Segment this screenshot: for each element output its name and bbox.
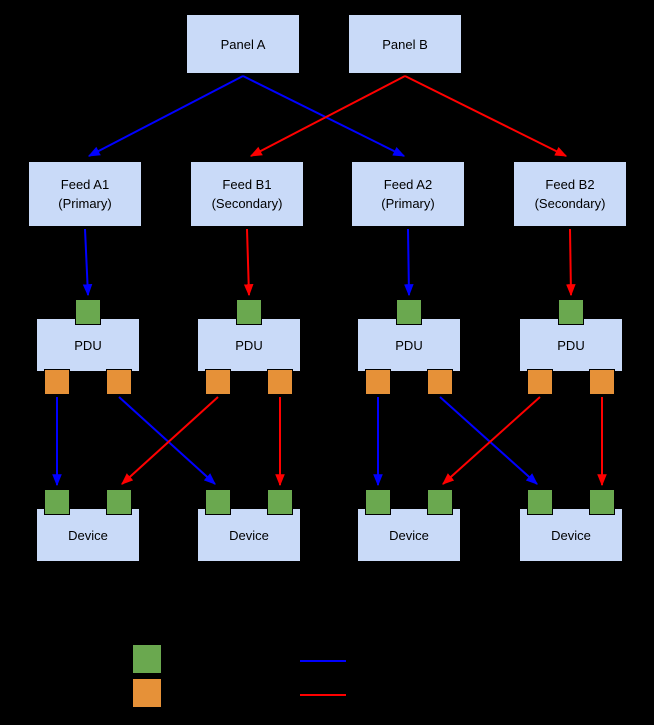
device-2-input-port-right — [267, 489, 293, 515]
edge-feed-a2-pdu-3 — [404, 228, 414, 297]
edge-feed-a1-pdu-1 — [82, 228, 93, 297]
edge-feed-b2-pdu-4 — [566, 228, 576, 297]
panel-b-label: Panel B — [382, 36, 428, 52]
device-4-label: Device — [551, 527, 591, 543]
pdu-3-output-port-left — [365, 369, 391, 395]
feed-b2-name: Feed B2 — [545, 176, 595, 192]
edge-feed-b1-pdu-2 — [243, 228, 254, 297]
panel-b-node: Panel B — [348, 14, 462, 74]
device-1-node: Device — [36, 508, 140, 562]
edge-panel-b-feed-b1 — [249, 75, 406, 157]
pdu-4-label: PDU — [557, 337, 585, 353]
pdu-1-output-port-left — [44, 369, 70, 395]
feed-a1-node: Feed A1 (Primary) — [28, 161, 142, 227]
pdu-2-node: PDU — [197, 318, 301, 372]
device-3-label: Device — [389, 527, 429, 543]
device-3-input-port-left — [365, 489, 391, 515]
pdu-3-label: PDU — [395, 337, 423, 353]
edge-pdu-2-device-1 — [121, 396, 219, 485]
pdu-2-input-port — [236, 299, 262, 325]
device-2-input-port-left — [205, 489, 231, 515]
feed-b1-type: (Secondary) — [211, 196, 283, 211]
pdu-4-output-port-right — [589, 369, 615, 395]
device-1-input-port-left — [44, 489, 70, 515]
edge-panel-a-feed-a2 — [242, 75, 406, 157]
device-2-label: Device — [229, 527, 269, 543]
device-4-input-port-right — [589, 489, 615, 515]
pdu-3-node: PDU — [357, 318, 461, 372]
edge-panel-b-feed-b2 — [404, 75, 568, 157]
device-4-input-port-left — [527, 489, 553, 515]
feed-a2-type: (Primary) — [381, 196, 435, 211]
device-4-node: Device — [519, 508, 623, 562]
feed-a2-name: Feed A2 — [383, 176, 433, 192]
pdu-4-input-port — [558, 299, 584, 325]
device-3-node: Device — [357, 508, 461, 562]
panel-a-label: Panel A — [220, 36, 266, 52]
edge-panel-a-feed-a1 — [87, 75, 244, 157]
edge-pdu-3-device-4 — [439, 396, 538, 485]
edge-pdu-4-device-3 — [442, 396, 541, 485]
feed-b2-type: (Secondary) — [534, 196, 606, 211]
panel-a-node: Panel A — [186, 14, 300, 74]
feed-a2-node: Feed A2 (Primary) — [351, 161, 465, 227]
device-1-label: Device — [68, 527, 108, 543]
pdu-2-label: PDU — [235, 337, 263, 353]
feed-b1-name: Feed B1 — [222, 176, 272, 192]
feed-a1-type: (Primary) — [58, 196, 112, 211]
pdu-2-output-port-left — [205, 369, 231, 395]
feed-b2-node: Feed B2 (Secondary) — [513, 161, 627, 227]
pdu-1-output-port-right — [106, 369, 132, 395]
pdu-1-node: PDU — [36, 318, 140, 372]
pdu-1-input-port — [75, 299, 101, 325]
pdu-1-label: PDU — [74, 337, 102, 353]
pdu-3-input-port — [396, 299, 422, 325]
pdu-3-output-port-right — [427, 369, 453, 395]
device-2-node: Device — [197, 508, 301, 562]
device-1-input-port-right — [106, 489, 132, 515]
legend-output-port-swatch — [132, 678, 162, 708]
pdu-2-output-port-right — [267, 369, 293, 395]
pdu-4-node: PDU — [519, 318, 623, 372]
device-3-input-port-right — [427, 489, 453, 515]
feed-a1-name: Feed A1 — [60, 176, 110, 192]
edge-pdu-1-device-2 — [118, 396, 216, 485]
pdu-4-output-port-left — [527, 369, 553, 395]
feed-b1-node: Feed B1 (Secondary) — [190, 161, 304, 227]
legend-input-port-swatch — [132, 644, 162, 674]
